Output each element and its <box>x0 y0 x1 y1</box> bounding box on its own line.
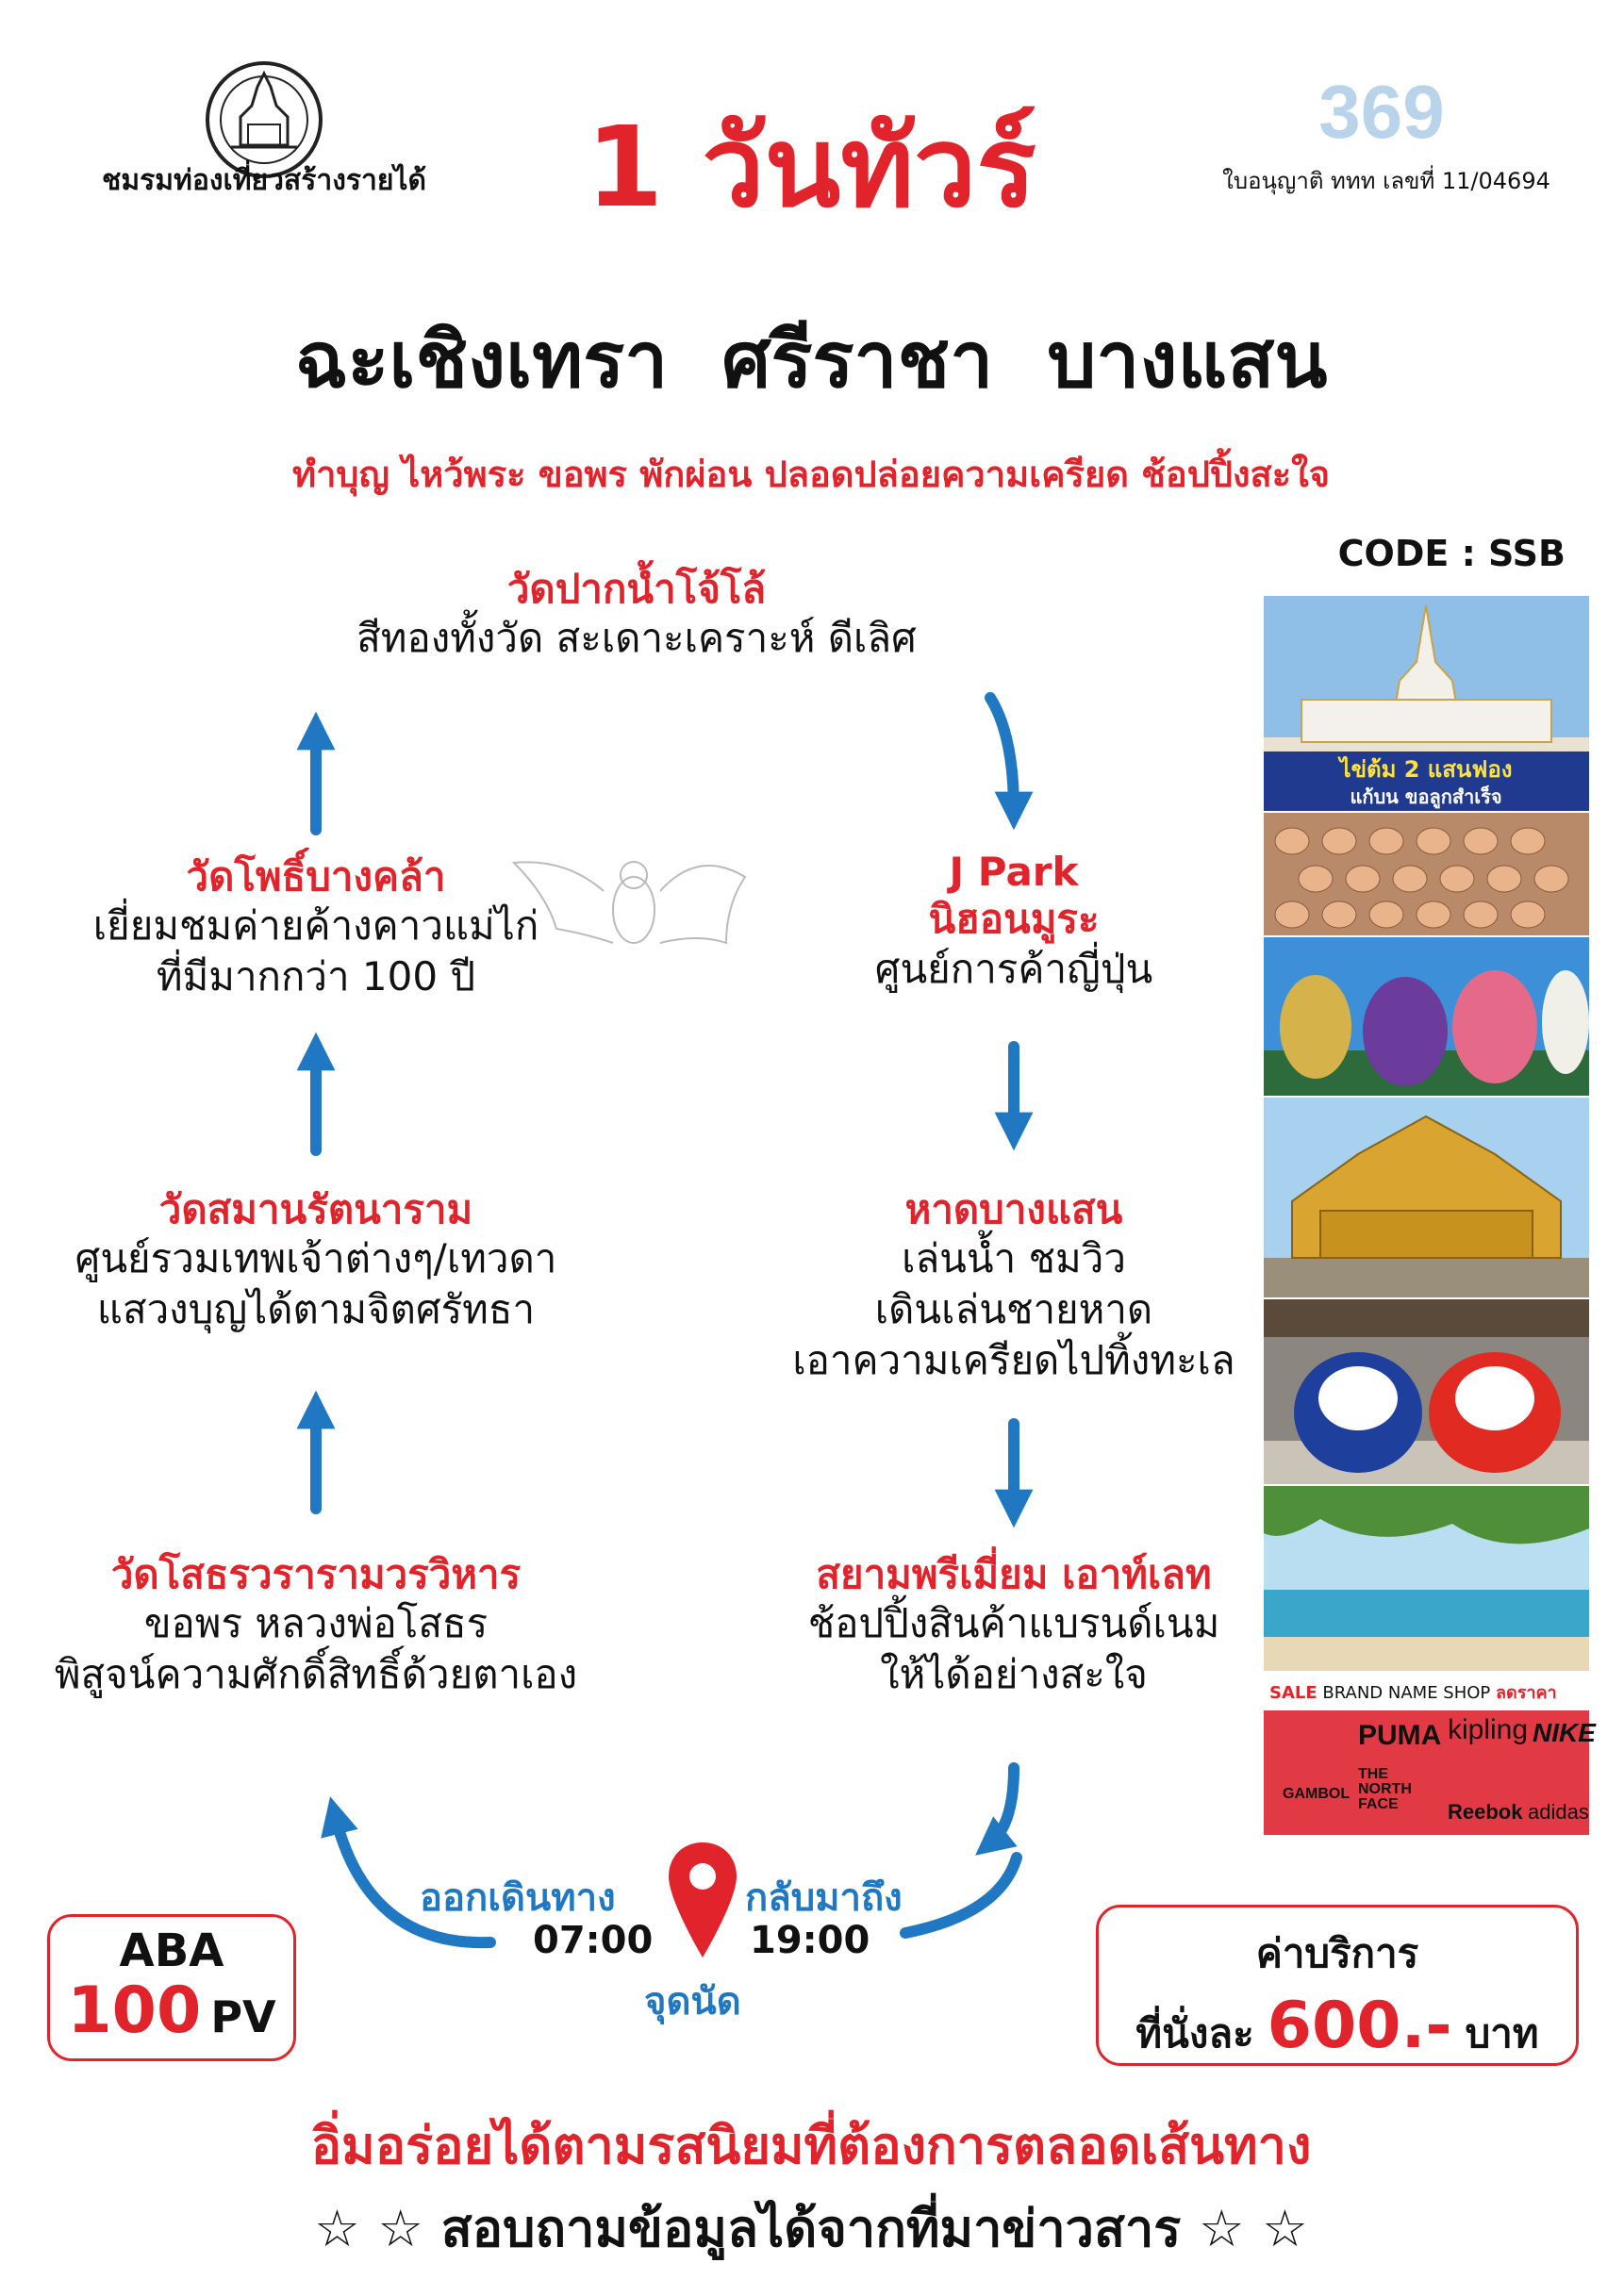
agency-logo: 369 <box>1318 75 1444 149</box>
pv-value: 100 <box>67 1973 202 2048</box>
brand-logos: PUMA kipling NIKE GAMBOL THE NORTH FACE … <box>1264 1710 1596 1835</box>
brand-puma: PUMA <box>1358 1720 1442 1751</box>
price-prefix: ที่นั่งละ <box>1135 2010 1254 2056</box>
temple-photo: ไข่ต้ม 2 แสนฟอง แก้บน ขอลูกสำเร็จ <box>1264 596 1589 811</box>
bat-illustration <box>511 861 747 945</box>
return-label: กลับมาถึง <box>745 1876 903 1920</box>
golden-temple-photo <box>1264 1098 1589 1297</box>
stop-bangsaen: หาดบางแสน เล่นน้ำ ชมวิว เดินเล่นชายหาด เ… <box>655 1186 1372 1386</box>
brand-nike: NIKE <box>1533 1718 1596 1747</box>
stop-name: วัดปากน้ำโจ้โล้ <box>506 566 767 612</box>
stop-name: วัดโสธรวรารามวรวิหาร <box>110 1551 522 1597</box>
stop-name: สยามพรีเมี่ยม เอาท์เลท <box>816 1551 1212 1597</box>
stop-name: J Park <box>949 849 1079 895</box>
stop-siam-outlet: สยามพรีเมี่ยม เอาท์เลท ช้อปปิ้งสินค้าแบร… <box>655 1551 1372 1700</box>
contact-note: ☆ ☆ สอบถามข้อมูลได้จากที่มาข่าวสาร ☆ ☆ <box>314 2199 1308 2258</box>
eggs-photo <box>1264 813 1589 935</box>
price-unit: บาท <box>1465 2010 1539 2056</box>
stop-desc-1: เล่นน้ำ ชมวิว <box>902 1235 1126 1282</box>
arrow-return-curve <box>900 1852 1022 1939</box>
stop-wat-sothon: วัดโสธรวรารามวรวิหาร ขอพร หลวงพ่อโสธร พิ… <box>0 1551 674 1700</box>
stop-desc-2: ที่มีมากกว่า 100 ปี <box>156 953 476 1000</box>
stop-jpark: J Park นิฮอนมูระ ศูนย์การค้าญี่ปุ่น <box>655 849 1372 995</box>
food-note: อิ่มอร่อยได้ตามรสนิยมที่ต้องการตลอดเส้นท… <box>310 2116 1312 2175</box>
stop-desc-2: ให้ได้อย่างสะใจ <box>880 1651 1148 1698</box>
brand-gambol: GAMBOL <box>1283 1786 1351 1802</box>
stop-desc: สีทองทั้งวัด สะเดาะเคราะห์ ดีเลิศ <box>356 615 917 662</box>
stop-wat-saman: วัดสมานรัตนาราม ศูนย์รวมเทพเจ้าต่างๆ/เทว… <box>0 1186 674 1335</box>
brand-shop-label: BRAND NAME SHOP <box>1322 1683 1491 1703</box>
arrow-down-1 <box>985 692 1034 831</box>
price-label: ค่าบริการ <box>1255 1930 1419 1976</box>
photo-caption-1: ไข่ต้ม 2 แสนฟอง <box>1337 755 1513 783</box>
photo-caption-2: แก้บน ขอลูกสำเร็จ <box>1350 785 1501 810</box>
stop-desc-1: ช้อปปิ้งสินค้าแบรนด์เนม <box>807 1600 1220 1647</box>
stop-desc-2: เดินเล่นชายหาด <box>874 1286 1153 1333</box>
destinations-heading: ฉะเชิงเทรา ศรีราชา บางแสน <box>294 316 1328 405</box>
stop-name: หาดบางแสน <box>904 1186 1123 1232</box>
pv-label: ABA <box>119 1924 224 1977</box>
price-box: ค่าบริการ ที่นั่งละ 600.- บาท <box>1096 1905 1579 2066</box>
arrow-down-4 <box>975 1762 1019 1856</box>
price-value: 600.- <box>1267 1989 1452 2063</box>
brand-name-shop-panel: SALE BRAND NAME SHOP ลดราคา PUMA kipling… <box>1264 1675 1596 1835</box>
club-name: ชมรมท่องเที่ยวสร้างรายได้ <box>102 164 426 197</box>
brand-discount-label: ลดราคา <box>1496 1683 1557 1703</box>
tour-code: CODE : SSB <box>1337 533 1566 574</box>
brand-the-north-face: THE NORTH FACE <box>1358 1766 1412 1812</box>
stop-name: วัดโพธิ์บางคล้า <box>186 853 446 900</box>
meeting-point-label: จุดนัด <box>644 1980 741 2023</box>
stop-desc-3: เอาความเครียดไปทิ้งทะเล <box>792 1336 1235 1383</box>
license-number: ใบอนุญาติ ททท เลขที่ 11/04694 <box>1222 168 1550 194</box>
location-pin-icon <box>669 1842 737 1957</box>
return-time: 19:00 <box>750 1919 870 1962</box>
deities-photo <box>1264 937 1589 1096</box>
stop-desc-2: แสวงบุญได้ตามจิตศรัทธา <box>96 1286 536 1333</box>
stop-wat-paknam: วัดปากน้ำโจ้โล้ สีทองทั้งวัด สะเดาะเคราะ… <box>278 566 995 664</box>
pv-unit: PV <box>210 1990 276 2042</box>
daruma-photo <box>1264 1299 1589 1484</box>
tagline: ทำบุญ ไหว้พระ ขอพร พักผ่อน ปลอดปล่อยความ… <box>292 454 1330 495</box>
stop-name-2: นิฮอนมูระ <box>928 896 1100 943</box>
stop-desc-2: พิสูจน์ความศักดิ์สิทธิ์ด้วยตาเอง <box>54 1651 578 1698</box>
logo-text: 369 <box>1318 75 1444 149</box>
stop-desc-1: ศูนย์รวมเทพเจ้าต่างๆ/เทวดา <box>75 1235 557 1282</box>
club-seal-icon <box>206 61 323 178</box>
beach-photo <box>1264 1486 1589 1671</box>
tour-title: 1 วันทัวร์ <box>586 102 1036 232</box>
brand-kipling: kipling <box>1448 1714 1529 1745</box>
depart-time: 07:00 <box>533 1919 654 1962</box>
arrow-depart-curve <box>321 1796 496 1949</box>
brand-sale-label: SALE <box>1269 1683 1317 1703</box>
stop-name: วัดสมานรัตนาราม <box>158 1186 473 1232</box>
brand-adidas: adidas <box>1528 1800 1589 1824</box>
stop-desc: ศูนย์การค้าญี่ปุ่น <box>874 945 1153 992</box>
depart-label: ออกเดินทาง <box>420 1876 616 1920</box>
stop-desc-1: ขอพร หลวงพ่อโสธร <box>143 1600 489 1647</box>
stop-desc-1: เยี่ยมชมค่ายค้างคาวแม่ไก่ <box>92 902 539 950</box>
stop-wat-pho: วัดโพธิ์บางคล้า เยี่ยมชมค่ายค้างคาวแม่ไก… <box>0 853 674 1002</box>
brand-reebok: Reebok <box>1448 1800 1523 1824</box>
